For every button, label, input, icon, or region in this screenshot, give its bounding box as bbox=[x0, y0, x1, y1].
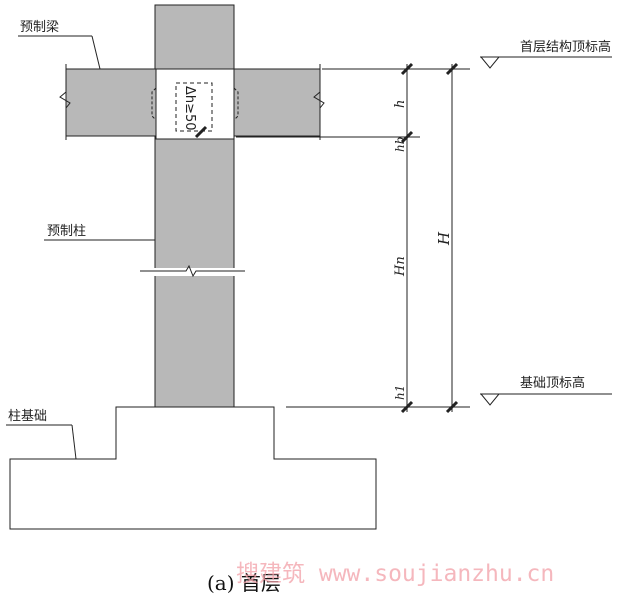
leader-beam bbox=[91, 35, 101, 70]
beam-left-break-line bbox=[59, 64, 71, 140]
dim-h: h bbox=[393, 100, 408, 108]
precast-beam-left bbox=[65, 68, 157, 137]
joint-dashed-zone bbox=[175, 82, 213, 132]
tick-outer-bottom bbox=[445, 400, 459, 414]
delta-h-label: Δh≥50 bbox=[182, 86, 197, 131]
elevation-marker-foundation bbox=[479, 393, 612, 406]
tick-outer-top bbox=[445, 62, 459, 76]
figure-caption: (a) 首层 bbox=[207, 571, 281, 595]
dim-H: H bbox=[435, 231, 453, 246]
dim-Hn: Hn bbox=[393, 256, 408, 277]
tick-inner-top bbox=[400, 62, 414, 76]
column-break-line bbox=[140, 264, 245, 278]
dim-h1: h1 bbox=[393, 385, 407, 400]
dim-hb: hb bbox=[393, 137, 407, 152]
column-foundation bbox=[9, 406, 377, 530]
elevation-marker-floor bbox=[479, 56, 612, 69]
column-break-gap bbox=[150, 268, 239, 276]
label-precast-column: 预制柱 bbox=[47, 224, 86, 239]
label-precast-beam: 预制梁 bbox=[20, 20, 59, 35]
label-column-foundation: 柱基础 bbox=[8, 409, 47, 424]
tick-inner-bottom bbox=[400, 400, 414, 414]
beam-right-break-line bbox=[313, 64, 325, 140]
label-first-floor-elevation: 首层结构顶标高 bbox=[520, 39, 611, 55]
tick-inner-beam bbox=[400, 130, 414, 144]
leader-foundation bbox=[71, 424, 77, 460]
beam-column-joint bbox=[155, 68, 235, 140]
joint-left-hook bbox=[151, 87, 157, 121]
label-foundation-elevation: 基础顶标高 bbox=[520, 375, 585, 391]
precast-beam-right bbox=[233, 68, 321, 137]
watermark: 搜建筑 www.soujianzhu.cn bbox=[236, 561, 554, 587]
joint-right-hook bbox=[233, 87, 239, 121]
precast-column-lower bbox=[154, 273, 235, 408]
joint-tick bbox=[194, 125, 208, 139]
